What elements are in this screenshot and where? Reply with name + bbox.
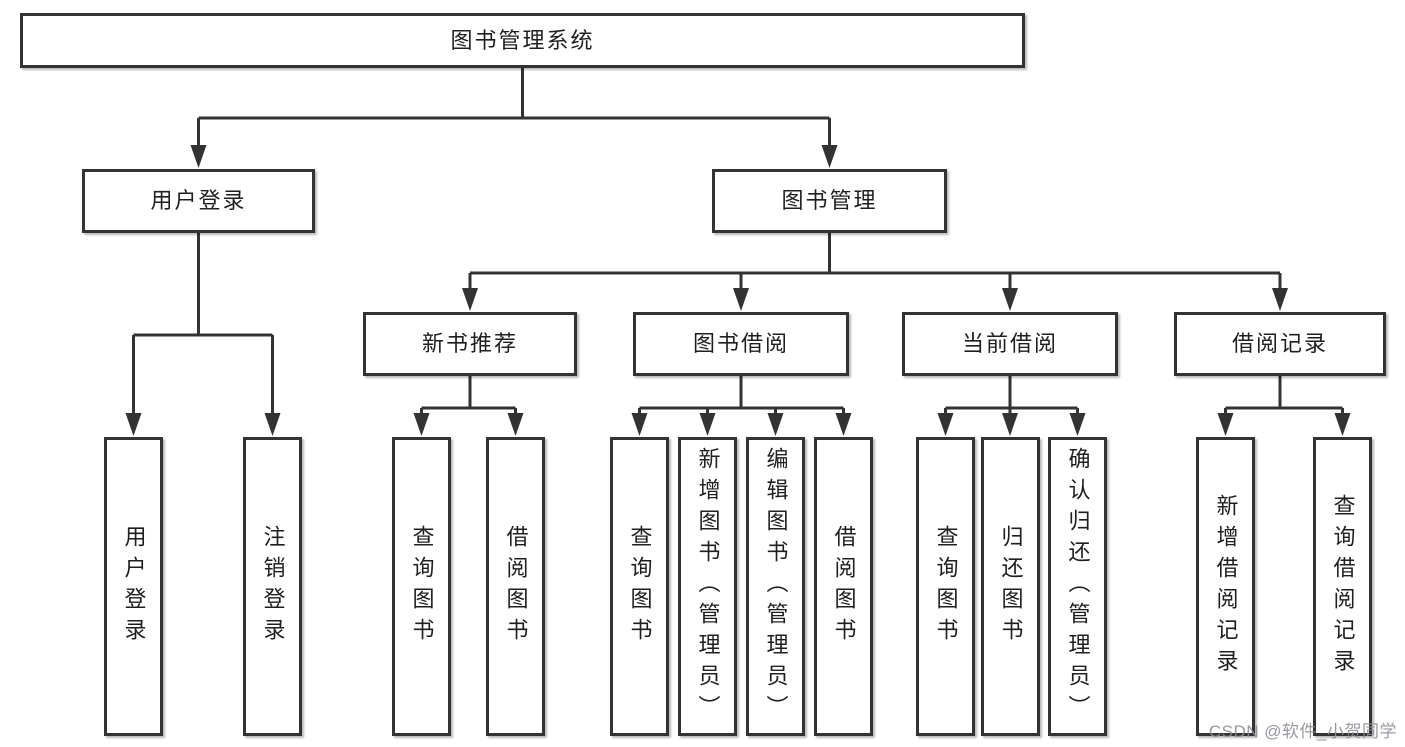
leaf-confirm-return-admin: 确认归还（管理员） xyxy=(1048,437,1107,736)
leaf-return-book: 归还图书 xyxy=(981,437,1040,736)
node-root: 图书管理系统 xyxy=(20,13,1025,68)
node-book-management: 图书管理 xyxy=(712,169,947,233)
arrowhead xyxy=(733,288,749,311)
arrowhead xyxy=(125,413,142,436)
arrowhead xyxy=(1002,288,1018,311)
node-label: 图书借阅 xyxy=(692,331,789,356)
node-label: 借阅图书 xyxy=(503,524,529,649)
arrowhead xyxy=(190,145,207,168)
node-label: 注销登录 xyxy=(260,524,286,649)
node-label: 编辑图书（管理员） xyxy=(763,447,789,726)
node-book-borrow: 图书借阅 xyxy=(633,312,849,376)
node-current-borrow: 当前借阅 xyxy=(902,312,1118,376)
leaf-query-books-borrow: 查询图书 xyxy=(610,437,669,736)
node-new-book-recommend: 新书推荐 xyxy=(363,312,577,376)
node-label: 确认归还（管理员） xyxy=(1065,447,1091,726)
node-borrow-records: 借阅记录 xyxy=(1174,312,1386,376)
leaf-query-books-recommend: 查询图书 xyxy=(392,437,451,736)
arrowhead xyxy=(507,413,524,436)
connector-book-borrow-children xyxy=(631,375,852,436)
leaf-borrow-book-recommend: 借阅图书 xyxy=(486,437,545,736)
node-label: 图书管理 xyxy=(781,188,878,213)
node-label: 借阅记录 xyxy=(1231,331,1328,356)
arrowhead xyxy=(462,288,478,311)
csdn-watermark: CSDN @软件_小贺同学 xyxy=(1208,722,1397,741)
node-label: 用户登录 xyxy=(150,188,247,213)
connector-borrow-records-children xyxy=(1217,375,1351,436)
connector-book-management-children xyxy=(462,233,1288,311)
leaf-borrow-book: 借阅图书 xyxy=(814,437,873,736)
node-label: 查询图书 xyxy=(933,524,959,649)
connector-user-login-children xyxy=(125,233,281,436)
arrowhead xyxy=(937,413,954,436)
arrowhead xyxy=(1217,413,1234,436)
node-label: 归还图书 xyxy=(998,524,1024,649)
node-label: 用户登录 xyxy=(121,524,147,649)
leaf-logout: 注销登录 xyxy=(243,437,302,736)
connector-new-book-children xyxy=(413,375,524,436)
node-label: 查询图书 xyxy=(409,524,435,649)
arrowhead xyxy=(1272,288,1288,311)
arrowhead xyxy=(767,413,784,436)
arrowhead xyxy=(631,413,648,436)
arrowhead xyxy=(699,413,716,436)
arrowhead xyxy=(835,413,852,436)
node-user-login: 用户登录 xyxy=(82,169,315,233)
connector-current-borrow-children xyxy=(937,375,1086,436)
connector-root-to-level2 xyxy=(190,67,838,168)
node-label: 图书管理系统 xyxy=(450,27,595,53)
leaf-edit-book-admin: 编辑图书（管理员） xyxy=(746,437,805,736)
node-label: 借阅图书 xyxy=(831,524,857,649)
leaf-user-login: 用户登录 xyxy=(104,437,163,736)
node-label: 查询图书 xyxy=(627,524,653,649)
arrowhead xyxy=(821,145,838,168)
arrowhead xyxy=(264,413,281,436)
leaf-add-book-admin: 新增图书（管理员） xyxy=(678,437,737,736)
node-label: 查询借阅记录 xyxy=(1330,493,1356,680)
node-label: 新增借阅记录 xyxy=(1213,493,1239,680)
leaf-query-books-current: 查询图书 xyxy=(916,437,975,736)
leaf-query-borrow-record: 查询借阅记录 xyxy=(1313,437,1372,736)
node-label: 新书推荐 xyxy=(421,331,518,356)
leaf-add-borrow-record: 新增借阅记录 xyxy=(1196,437,1255,736)
arrowhead xyxy=(1002,413,1018,436)
node-label: 新增图书（管理员） xyxy=(695,447,721,726)
arrowhead xyxy=(1069,413,1086,436)
arrowhead xyxy=(413,413,430,436)
arrowhead xyxy=(1334,413,1351,436)
node-label: 当前借阅 xyxy=(961,331,1058,356)
